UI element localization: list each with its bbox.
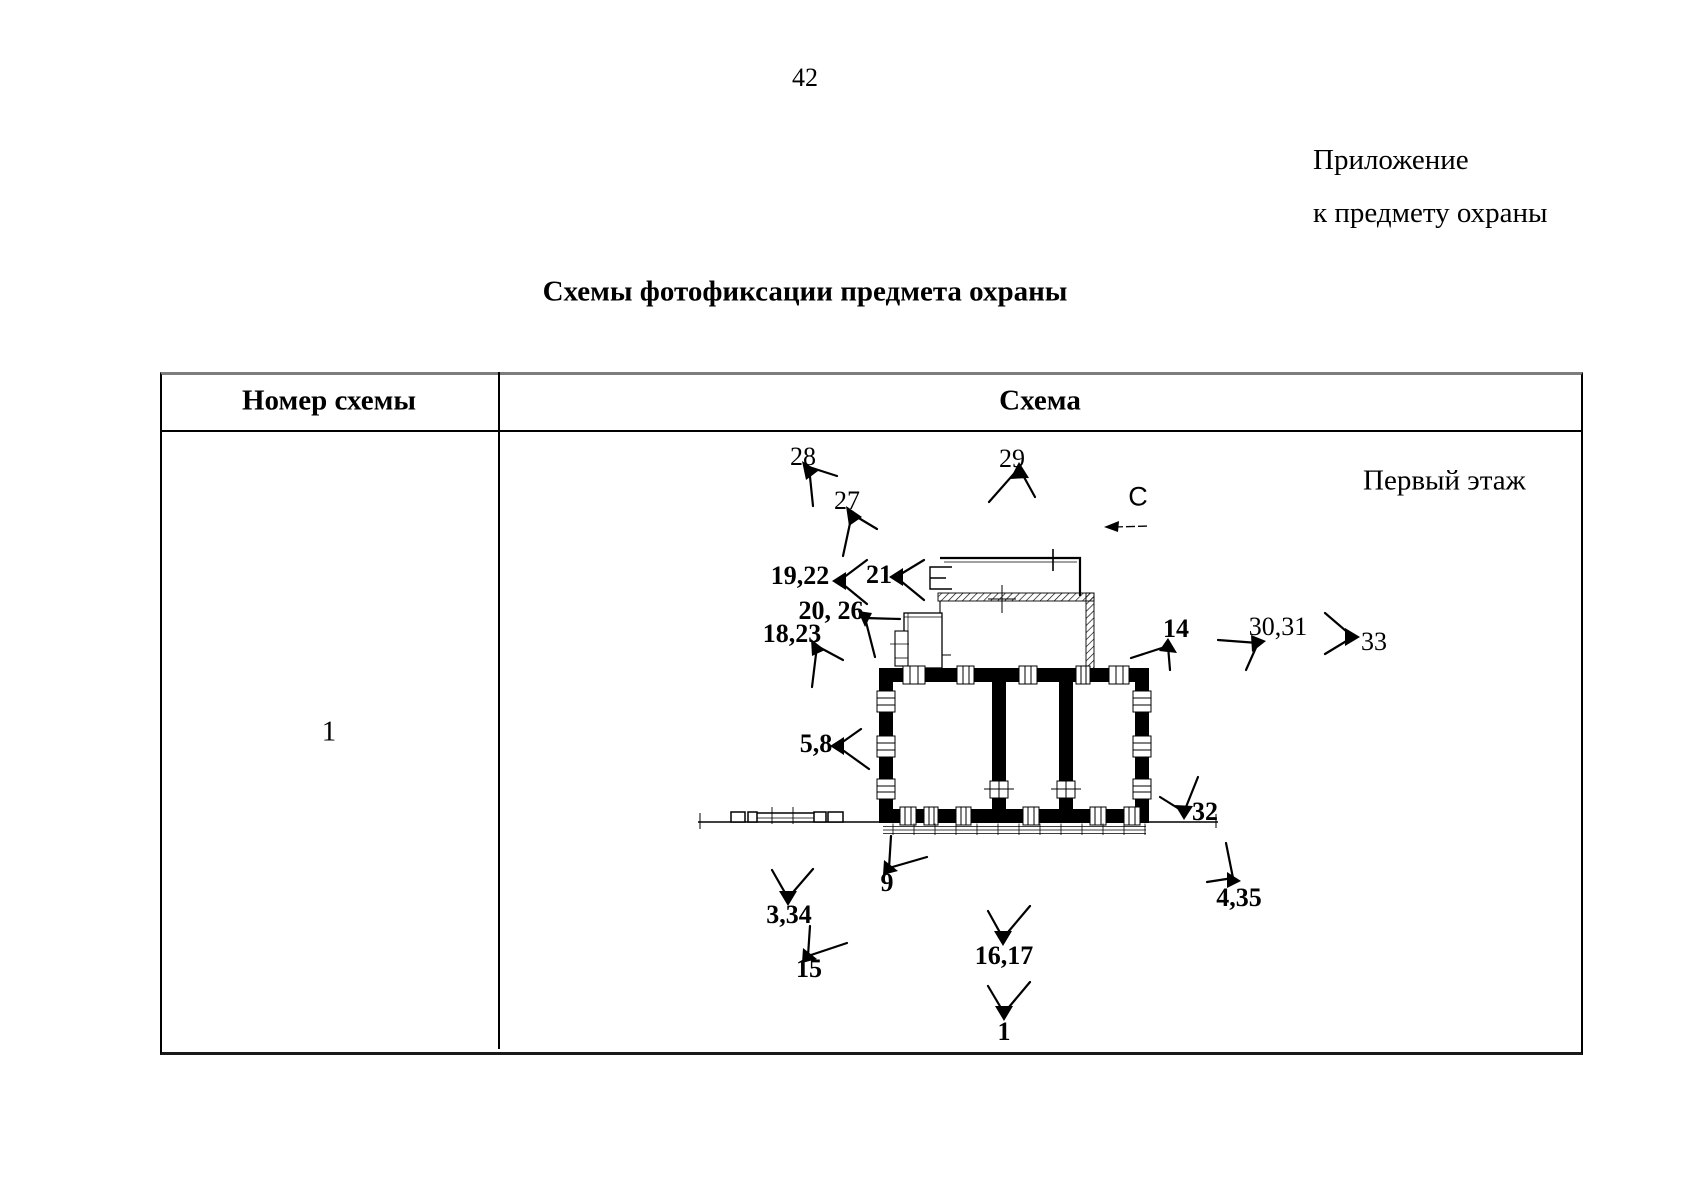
- marker-arrow-14: [1129, 638, 1177, 672]
- marker-arrow-5-8: [830, 727, 871, 771]
- annex-note-line2: к предмету охраны: [1313, 197, 1548, 229]
- floor-plan-drawing: [698, 461, 1360, 1021]
- marker-arrow-28: [802, 461, 839, 508]
- marker-label-30-31: 30,31: [1248, 612, 1308, 641]
- table-column-divider: [498, 372, 500, 1049]
- marker-arrow-1: [986, 980, 1032, 1021]
- north-label: С: [1128, 481, 1148, 512]
- marker-label-18-23: 18,23: [762, 619, 822, 648]
- windows-top-wall: [902, 665, 1130, 685]
- marker-label-1: 1: [997, 1017, 1011, 1046]
- marker-arrow-15: [802, 924, 849, 963]
- marker-label-16-17: 16,17: [974, 941, 1034, 970]
- marker-label-4-35: 4,35: [1216, 883, 1262, 912]
- windows-right-wall: [1132, 690, 1152, 800]
- main-building-walls: [879, 668, 1149, 823]
- marker-label-19-22: 19,22: [770, 561, 830, 590]
- windows-bottom-wall: [899, 806, 1141, 826]
- marker-label-27: 27: [834, 486, 860, 515]
- schemes-table-frame: [160, 372, 1583, 1055]
- marker-arrow-32: [1158, 775, 1200, 820]
- floor-label: Первый этаж: [1363, 464, 1526, 497]
- marker-arrow-9: [883, 834, 929, 875]
- marker-arrow-19-22: [832, 558, 869, 606]
- marker-label-15: 15: [796, 954, 822, 983]
- marker-arrow-4-35: [1205, 841, 1241, 888]
- marker-label-3-34: 3,34: [766, 900, 812, 929]
- marker-label-20-26: 20, 26: [798, 596, 864, 625]
- marker-arrow-29: [987, 462, 1037, 504]
- marker-label-5-8: 5,8: [799, 729, 833, 758]
- marker-label-32: 32: [1192, 797, 1218, 826]
- table-row-scheme-number: 1: [321, 715, 337, 748]
- marker-arrow-3-34: [770, 867, 815, 906]
- foundation-lines: [883, 823, 1146, 835]
- annex-note-line1: Приложение: [1313, 144, 1469, 176]
- table-header-scheme: Схема: [999, 384, 1081, 417]
- marker-arrow-30-31: [1216, 635, 1266, 672]
- camera-markers: [770, 461, 1360, 1021]
- marker-label-29: 29: [999, 444, 1025, 473]
- marker-label-28: 28: [790, 442, 816, 471]
- marker-arrow-18-23: [810, 639, 845, 689]
- table-header-scheme-number: Номер схемы: [241, 384, 417, 417]
- marker-arrow-27: [841, 506, 879, 558]
- door-openings: [984, 779, 1081, 800]
- terrace-outline: [929, 549, 1082, 596]
- marker-arrow-20-26: [858, 611, 902, 659]
- marker-label-14: 14: [1163, 614, 1189, 643]
- veranda: [927, 585, 1095, 671]
- document-title: Схемы фотофиксации предмета охраны: [542, 275, 1068, 308]
- windows-left-wall: [876, 690, 896, 800]
- marker-label-33: 33: [1361, 627, 1387, 656]
- fence-detail: [730, 807, 844, 824]
- table-header-underline: [160, 430, 1583, 432]
- page-number: 42: [792, 63, 818, 92]
- left-annex: [890, 612, 943, 669]
- marker-label-21: 21: [866, 560, 892, 589]
- marker-label-9: 9: [880, 868, 894, 897]
- marker-arrow-16-17: [986, 904, 1032, 946]
- marker-arrow-21: [889, 558, 926, 602]
- north-arrow: [1104, 521, 1151, 532]
- marker-arrow-33: [1323, 611, 1360, 656]
